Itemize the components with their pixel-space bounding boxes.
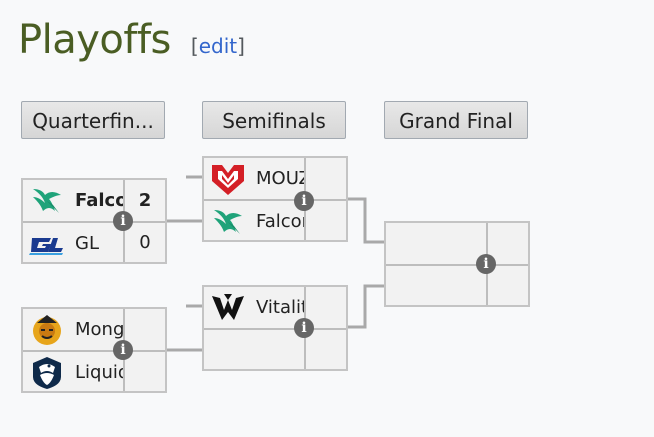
match-row[interactable]: MOUZ (204, 158, 346, 201)
mongolz-logo-icon (33, 315, 61, 345)
team-name: Liquid (75, 362, 123, 383)
team-score (123, 309, 165, 350)
match-row[interactable]: GL 0 (23, 223, 165, 264)
match-info-icon[interactable]: i (294, 318, 314, 338)
team-name: Falcons (75, 190, 123, 211)
vitality-logo-icon (212, 294, 244, 320)
mouz-logo-icon (212, 165, 244, 195)
match-info-icon[interactable]: i (113, 340, 133, 360)
team-score (123, 352, 165, 391)
edit-section: [edit] (190, 34, 245, 58)
match-semifinal-2: Vitality i (202, 285, 348, 371)
match-row[interactable] (386, 223, 528, 266)
liquid-logo-icon (33, 357, 61, 389)
match-quarterfinal-2: Mongolz Liquid i (21, 307, 167, 393)
match-row[interactable]: Liquid (23, 352, 165, 393)
match-row[interactable]: Falcons 2 (23, 180, 165, 223)
team-name: Mongolz (75, 319, 123, 340)
team-score (304, 330, 346, 369)
match-row[interactable] (204, 330, 346, 371)
match-row[interactable] (386, 266, 528, 307)
edit-link[interactable]: edit (198, 34, 238, 58)
match-row[interactable]: Mongolz (23, 309, 165, 352)
team-name: Falcons (256, 211, 304, 232)
match-quarterfinal-1: Falcons 2 GL 0 i (21, 178, 167, 264)
team-score (304, 201, 346, 240)
gamerlegion-logo-icon (29, 238, 63, 255)
match-semifinal-1: MOUZ Falcons i (202, 156, 348, 242)
match-info-icon[interactable]: i (294, 191, 314, 211)
team-score (304, 158, 346, 199)
team-score (304, 287, 346, 328)
team-score (486, 266, 528, 305)
team-score (486, 223, 528, 264)
team-score: 0 (123, 223, 165, 262)
page-heading: Playoffs [edit] (18, 14, 245, 66)
round-header-grand-final: Grand Final (384, 101, 528, 139)
page-title: Playoffs (18, 17, 171, 63)
match-grand-final: i (384, 221, 530, 307)
round-header-semifinals: Semifinals (202, 101, 346, 139)
round-header-quarterfinals: Quarterfin... (21, 101, 165, 139)
team-name: GL (75, 233, 99, 254)
match-info-icon[interactable]: i (113, 211, 133, 231)
team-score: 2 (123, 180, 165, 221)
match-row[interactable]: Vitality (204, 287, 346, 330)
team-name: MOUZ (256, 168, 304, 189)
falcons-logo-icon (33, 189, 61, 213)
match-row[interactable]: Falcons (204, 201, 346, 242)
falcons-logo-icon (214, 210, 242, 234)
match-info-icon[interactable]: i (476, 254, 496, 274)
team-name: Vitality (256, 297, 304, 318)
connector-line (348, 197, 384, 244)
connector-line (348, 284, 384, 329)
